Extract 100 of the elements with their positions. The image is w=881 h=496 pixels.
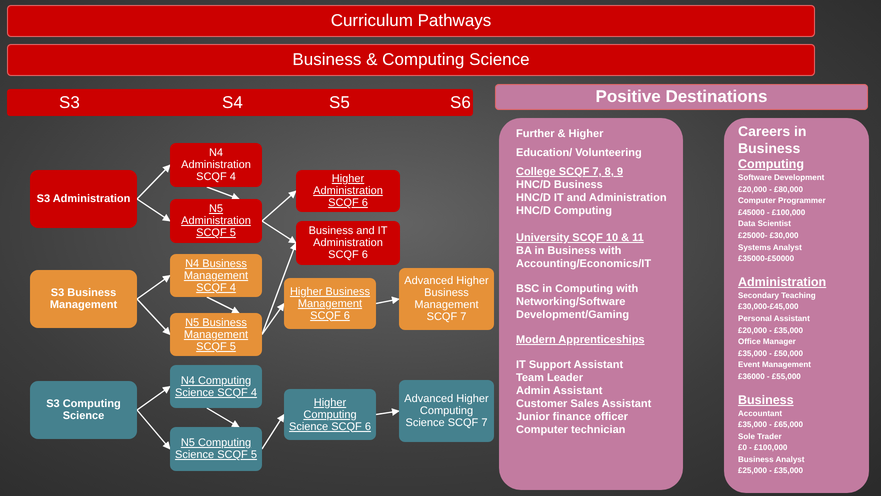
stage-label: S5 [329,93,350,113]
panel-text: Careers in Business [738,123,808,157]
arrow [376,408,400,416]
panel-text: Accountant [738,408,782,420]
panel-text: Junior finance officer [516,411,628,424]
panel-text: HNC/D Computing [516,205,612,218]
panel-text: Team Leader [516,372,584,385]
panel-text: BSC in Computing with Networking/Software Development/Gaming [516,283,640,322]
careers-panel [724,118,869,493]
course-label: N5 Computing Science SCQF 5 [174,437,258,461]
panel-text: Secondary Teaching [738,290,816,302]
panel-text: £36000 - £55,000 [738,370,801,382]
panel-text: Customer Sales Assistant [516,398,652,411]
panel-text: Business Analyst [738,454,804,466]
subject-box [30,270,137,328]
course-box [284,389,376,440]
panel-text: Education/ Volunteering [516,147,642,160]
course-box [170,313,262,356]
course-label: N5 Business Management SCQF 5 [182,316,250,352]
destinations-panel [499,118,683,490]
panel-text: £25000- £30,000 [738,230,798,242]
course-label: N4 Business Management SCQF 4 [182,258,250,294]
panel-text: £20,000 - £35,000 [738,324,803,336]
course-label: Advanced Higher Business Management SCQF 7 [403,275,490,323]
panel-text: Office Manager [738,336,796,348]
panel-text: Event Management [738,359,811,371]
course-label: S3 Administration [36,193,132,205]
panel-text: Further & Higher [516,128,604,141]
panel-text: Systems Analyst [738,242,802,254]
stage-bar [7,89,473,116]
course-box [284,278,376,329]
panel-text: £30,000-£45,000 [738,301,798,313]
course-label: N4 Computing Science SCQF 4 [174,374,258,398]
course-box [399,268,494,330]
panel-text: Software Development [738,172,824,184]
course-label: Advanced Higher Computing Science SCQF 7 [403,393,490,429]
course-box [170,143,262,187]
title-banner [7,44,815,76]
arrow [136,298,171,336]
arrow [262,220,297,244]
panel-text: Modern Apprenticeships [516,334,645,347]
stage-label: S6 [450,93,471,113]
arrow [206,296,240,314]
panel-text: HNC/D Business [516,179,603,192]
panel-text: Computing [738,157,804,172]
panel-text: Personal Assistant [738,312,810,325]
course-label: N5 Administration SCQF 5 [180,203,252,239]
title-banner [7,5,815,37]
panel-text: Computer technician [516,424,626,437]
course-box [399,380,494,442]
stage-label: S3 [59,93,80,113]
arrow [136,386,171,411]
stage-label: S4 [222,93,243,113]
arrow [261,414,285,450]
course-label: Higher Computing Science SCQF 6 [288,396,372,432]
arrow [261,302,285,335]
arrow [206,407,240,428]
course-box [170,254,262,297]
panel-text: Sole Trader [738,430,782,442]
arrow [136,198,171,222]
panel-text: Administration [738,274,826,290]
arrow [136,164,171,200]
panel-text: £35,000 - £50,000 [738,348,803,360]
panel-text: HNC/D IT and Administration [516,192,667,205]
course-box [296,221,400,265]
panel-text: £35,000 - £65,000 [738,419,803,431]
panel-text: £20,000 - £80,000 [738,184,803,196]
course-box [170,365,262,408]
course-box [170,427,262,471]
course-box [296,170,400,212]
panel-text: Business [738,392,794,408]
panel-text: Admin Assistant [516,385,602,398]
arrow [206,186,240,200]
arrow [136,274,171,300]
panel-text: IT Support Assistant [516,359,624,372]
subject-box [30,170,137,228]
panel-text: BA in Business with Accounting/Economics/IT [516,245,652,271]
course-box [170,199,262,243]
banner-title: Business & Computing Science [292,50,530,70]
subject-box [30,381,137,439]
banner-title: Positive Destinations [596,87,768,107]
course-label: Higher Administration SCQF 6 [312,173,384,209]
panel-text: Data Scientist [738,218,791,230]
course-label: Business and IT Administration SCQF 6 [308,225,388,261]
panel-text: University SCQF 10 & 11 [516,232,644,245]
arrow [262,190,297,222]
panel-text: £45000 - £100,000 [738,206,806,218]
panel-text: College SCQF 7, 8, 9 [516,166,623,179]
course-label: N4 Administration SCQF 4 [180,147,252,183]
course-label: S3 Computing Science [45,398,122,422]
section-banner [495,84,868,110]
panel-text: Computer Programmer [738,195,826,207]
banner-title: Curriculum Pathways [330,11,492,31]
panel-text: £35000-£50000 [738,253,794,265]
panel-text: £0 - £100,000 [738,442,788,454]
course-label: S3 Business Management [48,287,118,311]
arrow [376,296,400,304]
arrow [136,410,170,450]
course-label: Higher Business Management SCQF 6 [288,286,372,322]
panel-text: £25,000 - £35,000 [738,465,803,478]
